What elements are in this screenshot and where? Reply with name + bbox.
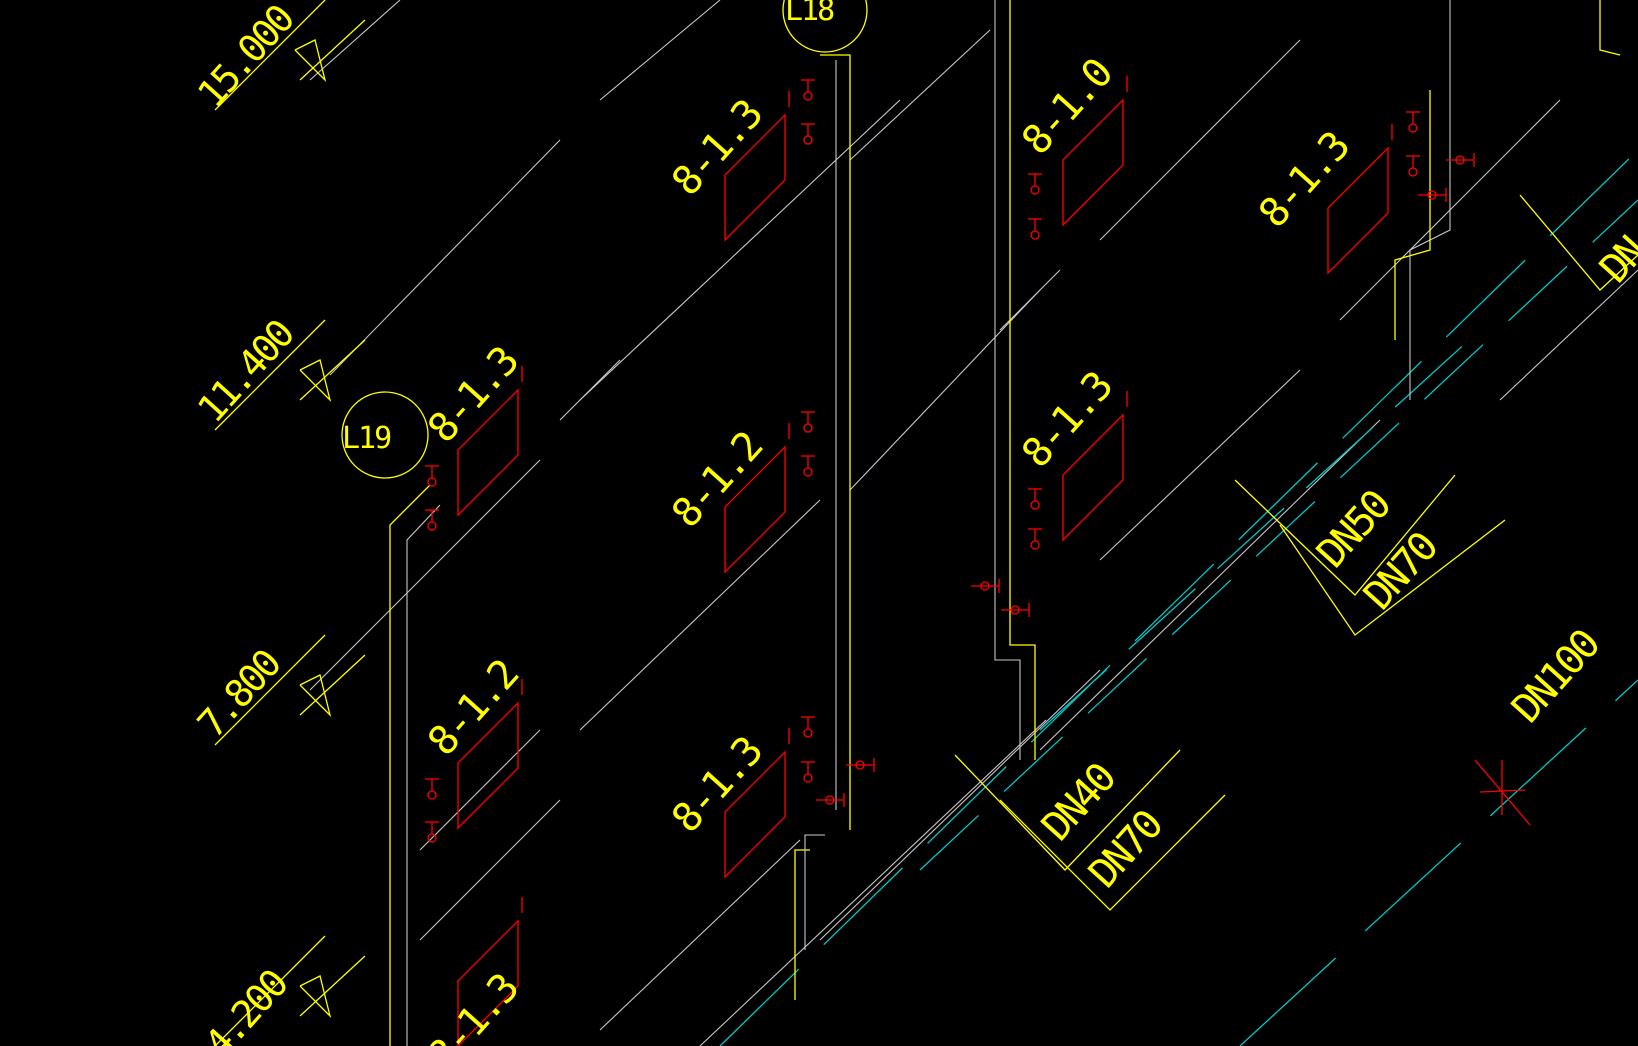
riser-tag-circle-l19 — [341, 391, 429, 479]
valve-symbol — [1406, 111, 1420, 133]
riser-tag-circle-l18 — [782, 0, 868, 53]
valve-symbol — [801, 123, 815, 145]
radiator-symbol — [457, 919, 519, 1046]
valves — [425, 76, 1475, 913]
valve-symbol — [816, 793, 845, 807]
valve-symbol — [801, 79, 815, 101]
radiator-symbol — [457, 388, 519, 517]
riser-labels: L18 L19 — [342, 0, 836, 456]
radiator-symbol — [724, 445, 786, 574]
valve-symbol — [1028, 528, 1042, 550]
pipe-size-leaders — [954, 194, 1638, 911]
elevation-markers — [214, 0, 366, 1046]
valve-symbol — [1001, 603, 1030, 617]
valve-symbol — [425, 465, 439, 487]
radiators — [457, 98, 1389, 1046]
riser-tags — [341, 0, 868, 479]
radiator-symbol — [1062, 98, 1124, 227]
radiator-symbol — [1327, 146, 1389, 275]
valve-symbol — [971, 579, 1000, 593]
riser-label-l18: L18 — [785, 0, 834, 28]
radiator-symbol — [724, 113, 786, 242]
elevation-marker-4200 — [214, 935, 366, 1046]
elevation-marker-15000 — [214, 0, 366, 111]
valve-symbol — [425, 509, 439, 531]
valve-symbol — [425, 821, 439, 843]
radiator-symbol — [724, 750, 786, 879]
elevation-marker-7800 — [214, 634, 366, 746]
radiator-symbol — [457, 701, 519, 830]
riser-label-l19: L19 — [342, 421, 391, 456]
valve-symbol — [801, 455, 815, 477]
valve-symbol — [801, 411, 815, 433]
valve-symbol — [1418, 188, 1447, 202]
valve-symbol — [1028, 218, 1042, 240]
elevation-marker-11400 — [214, 319, 366, 431]
valve-symbol — [425, 778, 439, 800]
cross-mark — [1474, 759, 1531, 826]
valve-symbol — [801, 716, 815, 738]
valve-symbol — [846, 758, 875, 772]
valve-symbol — [1028, 173, 1042, 195]
valve-symbol — [1406, 155, 1420, 177]
valve-symbol — [1446, 153, 1475, 167]
valve-symbol — [801, 761, 815, 783]
radiator-symbol — [1062, 413, 1124, 542]
cyan-main-pipes — [719, 149, 1638, 1046]
gray-diagonal-lines — [309, 0, 1638, 1046]
valve-symbol — [1028, 488, 1042, 510]
riser-pipes — [389, 0, 1621, 1046]
